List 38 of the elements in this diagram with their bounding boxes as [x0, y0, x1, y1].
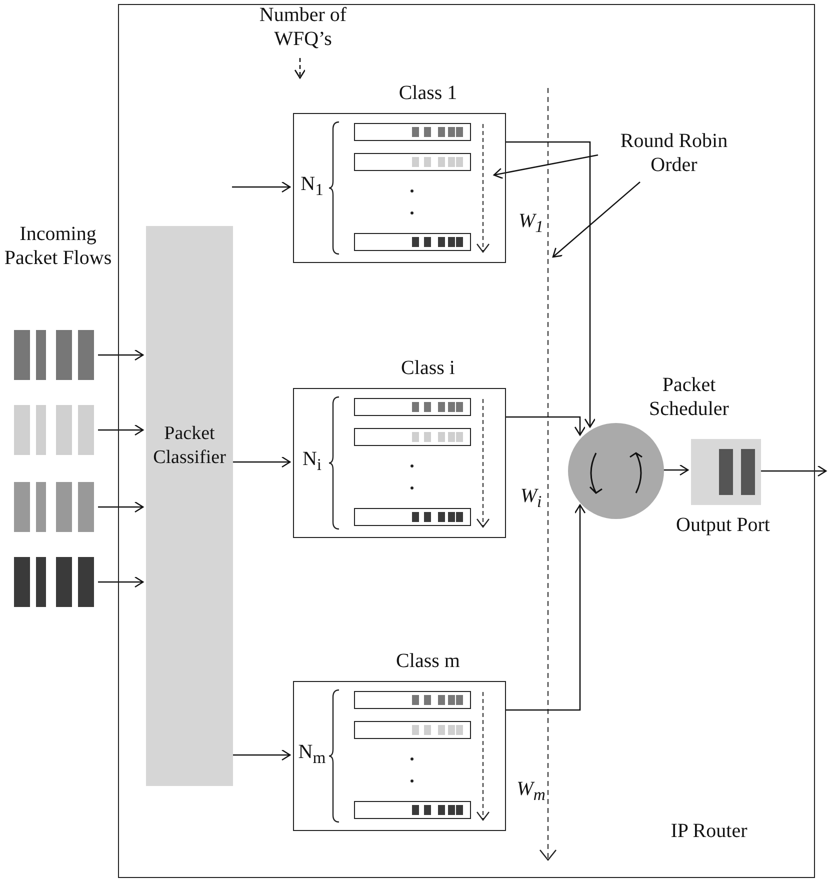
weight-label: W$_{1}$ — [518, 209, 544, 238]
class-heading: Class 1 — [398, 81, 458, 106]
leader-line — [493, 154, 598, 180]
arrow — [232, 456, 291, 468]
packet-flow-picture — [14, 557, 96, 607]
arrow — [505, 504, 586, 711]
weight-label: W$_{i}$ — [519, 484, 543, 513]
node-caption: Packet Scheduler — [648, 373, 730, 422]
router-title: IP Router — [670, 819, 748, 844]
class-heading: Class i — [400, 356, 456, 381]
arrow — [98, 501, 144, 513]
classifier-label: Packet Classifier — [152, 422, 227, 470]
arrow — [232, 181, 291, 193]
arrow — [505, 141, 596, 428]
flow-label: Incoming Packet Flows — [3, 222, 113, 271]
classifier-band — [146, 226, 233, 786]
arrow — [98, 424, 144, 436]
arrow — [505, 416, 586, 436]
weight-label: W$_{m}$ — [516, 777, 546, 806]
node-caption: Output Port — [675, 513, 771, 538]
arrow — [98, 349, 144, 361]
arrow — [760, 465, 827, 477]
packet-flow-picture — [14, 405, 96, 455]
class-heading: Class m — [395, 649, 461, 674]
arrow — [294, 58, 306, 79]
annotation-text: Number of WFQ’s — [233, 3, 373, 57]
arrow — [232, 749, 291, 761]
packet-flow-picture — [14, 482, 96, 532]
output-port-box — [691, 439, 761, 505]
queue-count: N$_{1}$ — [300, 172, 324, 201]
packet-flow-picture — [14, 330, 96, 380]
router-frame — [118, 4, 815, 878]
arrow — [98, 576, 144, 588]
queue-count: N$_{m}$ — [297, 740, 327, 769]
arrow — [663, 464, 689, 476]
queue-count: N$_{i}$ — [301, 447, 323, 476]
annotation-text: Round Robin Order — [599, 129, 749, 183]
leader-line — [552, 182, 640, 258]
